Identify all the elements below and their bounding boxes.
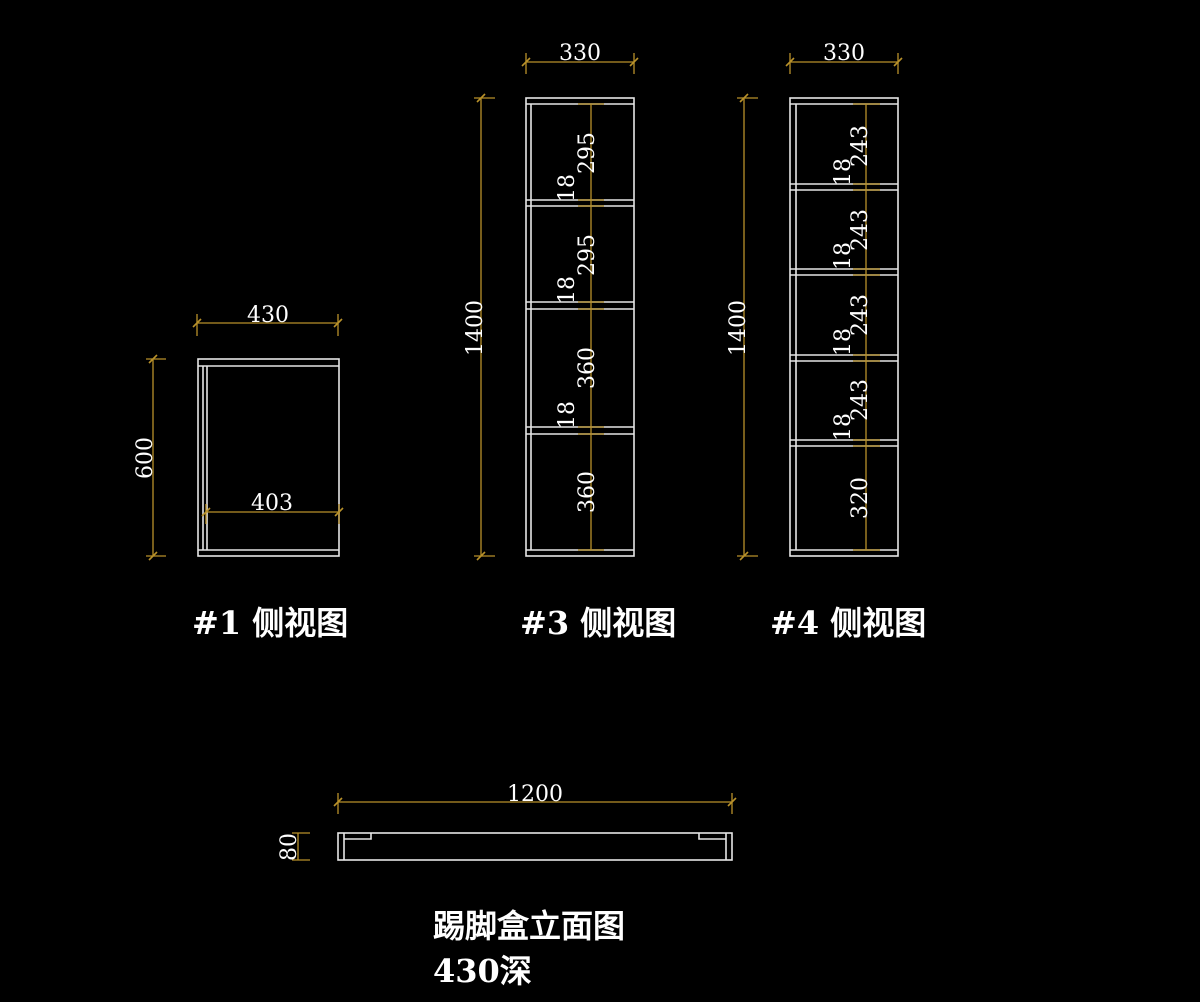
view-4-height-dimension: 1400 bbox=[726, 93, 758, 561]
view-3-compartment-label: 295 bbox=[575, 132, 600, 174]
kick-box-title: 踢脚盒立面图 bbox=[433, 907, 625, 945]
view-3-shelf-thickness-label: 18 bbox=[555, 276, 580, 304]
view-4-compartment-label: 243 bbox=[848, 125, 873, 167]
kick-box-width-label: 1200 bbox=[507, 782, 563, 807]
kick-box-outline bbox=[337, 832, 733, 861]
view-1-height-label: 600 bbox=[133, 437, 158, 479]
kick-box-height-label: 80 bbox=[277, 833, 302, 861]
kick-box-depth-note: 430深 bbox=[433, 952, 532, 990]
kick-box-width-dimension: 1200 bbox=[333, 782, 737, 814]
view-3-compartment-label: 360 bbox=[575, 471, 600, 513]
view-3-caption: #3 侧视图 bbox=[520, 604, 676, 642]
view-4-width-dimension: 330 bbox=[785, 41, 903, 74]
view-4-shelf-thickness-label: 18 bbox=[831, 158, 856, 186]
view-4-compartment-dimensions: 243 243 243 243 320 18 18 18 18 bbox=[831, 103, 880, 551]
view-1-caption: #1 侧视图 bbox=[192, 604, 348, 642]
view-4-compartment-label: 243 bbox=[848, 379, 873, 421]
view-3-compartment-label: 295 bbox=[575, 234, 600, 276]
view-4-compartment-label: 243 bbox=[848, 209, 873, 251]
view-4-shelf-thickness-label: 18 bbox=[831, 242, 856, 270]
view-4-height-label: 1400 bbox=[726, 300, 751, 356]
view-1-cabinet bbox=[197, 358, 340, 557]
view-4-shelf-thickness-label: 18 bbox=[831, 328, 856, 356]
view-4-shelf-thickness-label: 18 bbox=[831, 413, 856, 441]
view-1-inner-dimension: 403 bbox=[201, 491, 344, 524]
view-4-width-label: 330 bbox=[823, 41, 865, 66]
view-1: 430 600 403 #1 侧视图 bbox=[133, 303, 348, 642]
view-3-width-dimension: 330 bbox=[521, 41, 639, 74]
view-3-compartment-label: 360 bbox=[575, 347, 600, 389]
view-4-compartment-label: 320 bbox=[848, 477, 873, 519]
view-3-height-dimension: 1400 bbox=[463, 93, 495, 561]
view-1-width-label: 430 bbox=[247, 303, 289, 328]
kick-box-view: 1200 80 踢脚盒立面图 430深 bbox=[277, 782, 737, 990]
view-1-width-dimension: 430 bbox=[192, 303, 343, 336]
view-4-compartment-label: 243 bbox=[848, 294, 873, 336]
view-1-inner-label: 403 bbox=[251, 491, 293, 516]
view-1-height-dimension: 600 bbox=[133, 354, 166, 561]
view-3: 330 1400 295 295 360 360 18 18 18 bbox=[463, 41, 676, 642]
view-3-width-label: 330 bbox=[559, 41, 601, 66]
view-3-height-label: 1400 bbox=[463, 300, 488, 356]
view-4: 330 1400 243 243 243 243 320 bbox=[726, 41, 926, 642]
view-3-shelf-thickness-label: 18 bbox=[555, 401, 580, 429]
kick-box-height-dimension: 80 bbox=[277, 832, 310, 861]
view-4-caption: #4 侧视图 bbox=[770, 604, 926, 642]
view-3-shelf-thickness-label: 18 bbox=[555, 174, 580, 202]
view-3-compartment-dimensions: 295 295 360 360 18 18 18 bbox=[555, 103, 604, 551]
